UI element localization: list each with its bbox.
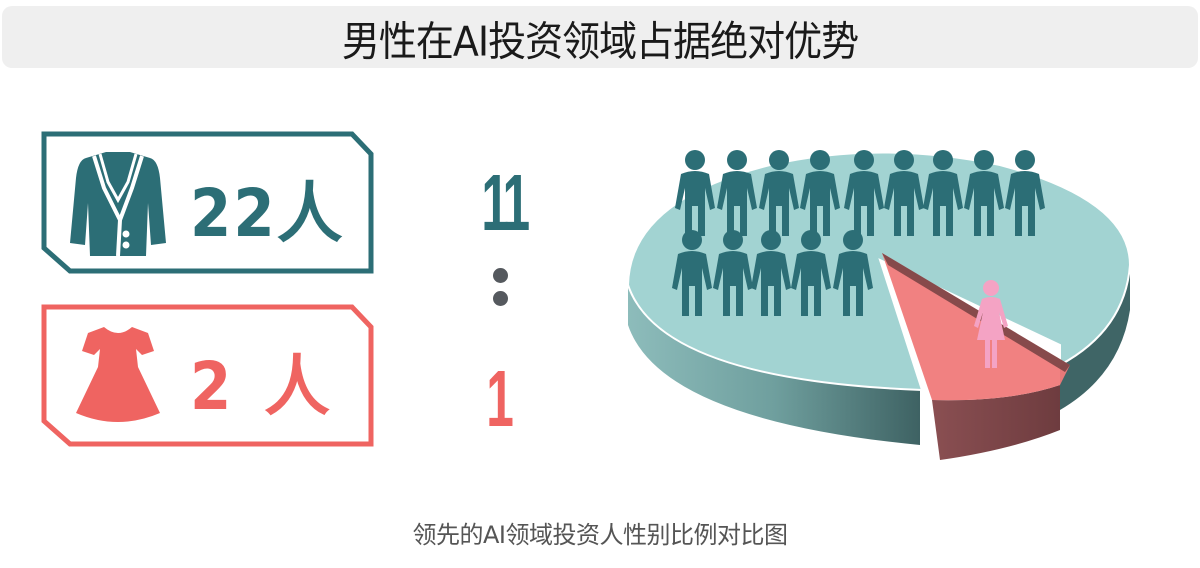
male-figure-icon <box>884 150 924 236</box>
male-figure-icon <box>713 230 753 316</box>
page-title: 男性在AI投资领域占据绝对优势 <box>341 17 859 65</box>
male-count-card: 22人 <box>40 130 375 275</box>
male-figure-icon <box>923 150 963 236</box>
male-figure-icon <box>759 150 799 236</box>
male-figure-icon <box>717 150 757 236</box>
ratio-female-value: 1 <box>486 354 514 443</box>
male-figure-icon <box>751 230 791 316</box>
suit-jacket-icon <box>70 152 166 257</box>
male-figure-icon <box>833 230 873 316</box>
title-bar: 男性在AI投资领域占据绝对优势 <box>2 6 1198 68</box>
female-count-label: 2 人 <box>190 348 336 425</box>
male-count-label: 22人 <box>190 175 345 252</box>
ratio-display: 11 1 <box>470 158 530 443</box>
male-figure-icon <box>672 230 712 316</box>
male-figure-icon <box>844 150 884 236</box>
dress-icon <box>76 327 160 422</box>
ratio-separator <box>493 268 508 306</box>
male-figure-icon <box>800 150 840 236</box>
female-count-card: 2 人 <box>40 303 375 448</box>
male-figure-icon <box>791 230 831 316</box>
card-frame <box>41 304 374 447</box>
male-figure-icon <box>675 150 715 236</box>
gender-pie-chart <box>626 150 1132 460</box>
male-figure-icon <box>964 150 1004 236</box>
chart-caption: 领先的AI领域投资人性别比例对比图 <box>412 521 789 549</box>
male-figure-icon <box>1005 150 1045 236</box>
male-slice <box>626 151 1132 445</box>
ratio-male-value: 11 <box>481 158 530 247</box>
card-frame <box>41 131 374 274</box>
male-figures <box>672 150 1045 316</box>
female-figure-icon <box>974 280 1008 368</box>
